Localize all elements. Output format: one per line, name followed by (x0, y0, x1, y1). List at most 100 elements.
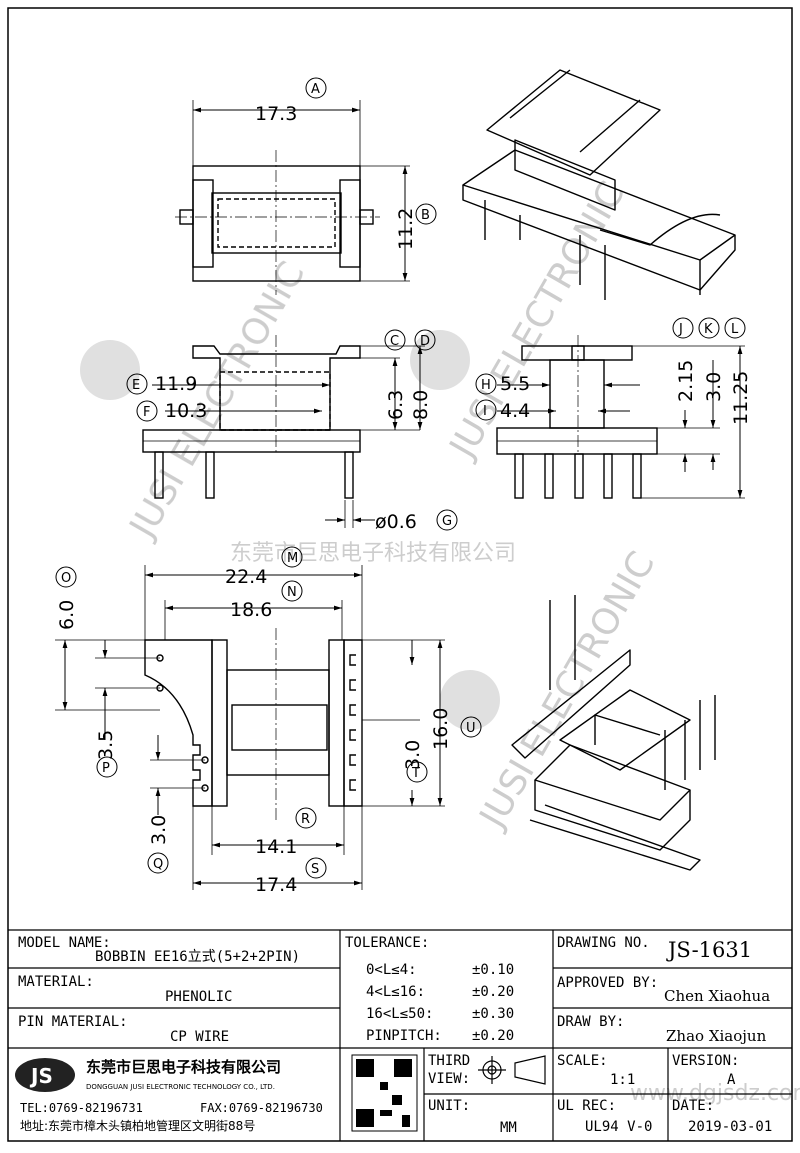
approved-by-label: APPROVED BY: (557, 975, 659, 991)
draw-by-label: DRAW BY: (557, 1014, 625, 1030)
svg-text:JS: JS (29, 1064, 53, 1088)
dim-P-label: P (102, 761, 110, 776)
draw-by-value: Zhao Xiaojun (666, 1027, 767, 1045)
watermark-company: 东莞市巨思电子科技有限公司 (230, 541, 516, 566)
dim-T-label: T (411, 766, 420, 781)
model-name-label: MODEL NAME: (18, 935, 111, 951)
view-label: VIEW: (428, 1071, 471, 1087)
dim-I-value: 4.4 (500, 400, 530, 422)
dim-C-label: C (390, 334, 399, 349)
dim-N-value: 18.6 (230, 599, 272, 621)
tolerance-value-1: ±0.10 (472, 962, 515, 978)
tolerance-value-2: ±0.20 (472, 984, 515, 1000)
company-logo: JS (15, 1058, 75, 1092)
dim-G: ø0.6 G (325, 500, 458, 533)
tolerance-value-4: ±0.20 (472, 1028, 515, 1044)
dim-M-label: M (287, 551, 298, 566)
dim-R-value: 14.1 (255, 836, 297, 858)
dim-U-label: U (466, 721, 476, 736)
approved-by-value: Chen Xiaohua (664, 987, 771, 1005)
dim-D: 8.0 D (360, 329, 436, 430)
version-value: A (727, 1072, 736, 1088)
unit-value: MM (500, 1120, 517, 1136)
drawing-border (7, 7, 793, 1142)
dim-A-value: 17.3 (255, 103, 297, 125)
watermark-brand-3: JUSI ELECTRONIC (471, 545, 663, 836)
scale-value: 1:1 (610, 1072, 636, 1088)
dim-H-value: 5.5 (500, 373, 530, 395)
dim-N: 18.6 N (164, 580, 343, 640)
dim-J-label: J (678, 322, 683, 337)
tolerance-label: TOLERANCE: (345, 935, 430, 951)
dim-S-label: S (311, 862, 319, 877)
dim-Q: 3.0 Q (147, 735, 205, 874)
unit-label: UNIT: (428, 1098, 471, 1114)
model-name-value: BOBBIN EE16立式(5+2+2PIN) (95, 949, 301, 965)
scale-label: SCALE: (557, 1053, 608, 1069)
dim-R-label: R (301, 812, 310, 827)
dim-F: 10.3 F (136, 400, 322, 422)
qr-code (351, 1054, 418, 1132)
dim-E-value: 11.9 (155, 373, 197, 395)
dim-K-label: K (704, 322, 713, 337)
watermark-logo-1 (80, 340, 140, 400)
dim-U: 16.0 U (362, 639, 482, 806)
watermark-logo-3 (440, 670, 500, 730)
dim-F-label: F (143, 405, 150, 420)
dim-L-label: L (731, 322, 739, 337)
third-label: THIRD (428, 1053, 471, 1069)
dim-A: 17.3 A (192, 77, 361, 166)
dim-G-label: G (442, 514, 452, 529)
dim-B: 11.2 B (360, 165, 437, 282)
watermark-logo-2 (410, 330, 470, 390)
dim-T: 3.0 T (362, 640, 445, 807)
company-address: 地址:东莞市樟木头镇柏地管理区文明街88号 (20, 1119, 256, 1133)
dim-H-label: H (481, 378, 491, 393)
side-view (496, 335, 658, 499)
tolerance-range-3: 16<L≤50: (366, 1006, 434, 1022)
tolerance-value-3: ±0.30 (472, 1006, 515, 1022)
date-label: DATE: (672, 1098, 715, 1114)
isometric-view-bottom (511, 595, 716, 871)
tolerance-range-1: 0<L≤4: (366, 962, 417, 978)
dim-I-label: I (483, 404, 487, 419)
dim-Q-label: Q (153, 857, 163, 872)
version-label: VERSION: (672, 1053, 740, 1069)
material-value: PHENOLIC (165, 989, 233, 1005)
title-block-grid (8, 929, 792, 1141)
dim-K-value: 3.0 (703, 372, 725, 402)
dim-E: 11.9 E (126, 373, 330, 395)
dim-C-value: 6.3 (385, 390, 407, 420)
company-tel: TEL:0769-82196731 (20, 1101, 143, 1115)
dim-N-label: N (287, 585, 297, 600)
dim-P: 3.5 P (95, 640, 160, 778)
watermark-brand-1: JUSI ELECTRONIC (121, 255, 313, 546)
dim-E-label: E (132, 378, 140, 393)
dim-I: 4.4 I (475, 399, 630, 422)
company-name-en: DONGGUAN JUSI ELECTRONIC TECHNOLOGY CO.,… (86, 1083, 275, 1091)
dim-J-value: 2.15 (675, 360, 697, 402)
date-value: 2019-03-01 (688, 1119, 773, 1135)
dim-D-label: D (420, 334, 430, 349)
isometric-view-top (462, 69, 736, 300)
dim-A-label: A (311, 82, 320, 97)
top-view (175, 150, 380, 295)
dim-P-value: 3.5 (95, 730, 117, 760)
dim-L-value: 11.25 (730, 371, 752, 425)
pin-material-value: CP WIRE (170, 1029, 230, 1045)
dim-R: 14.1 R (211, 806, 345, 858)
dim-H: 5.5 H (475, 373, 640, 395)
dim-S-value: 17.4 (255, 874, 297, 896)
dim-M: 22.4 M (144, 546, 363, 640)
drawing-no-label: DRAWING NO. (557, 935, 650, 951)
dim-U-value: 16.0 (430, 708, 452, 750)
dim-B-value: 11.2 (395, 208, 417, 250)
dim-O-label: O (61, 571, 71, 586)
ul-rec-label: UL REC: (557, 1098, 617, 1114)
dim-O: 6.0 O (55, 566, 160, 711)
dim-C: 6.3 C (360, 329, 420, 431)
dim-D-value: 8.0 (410, 390, 432, 420)
dim-O-value: 6.0 (56, 600, 78, 630)
third-angle-projection-icon (478, 1055, 546, 1085)
